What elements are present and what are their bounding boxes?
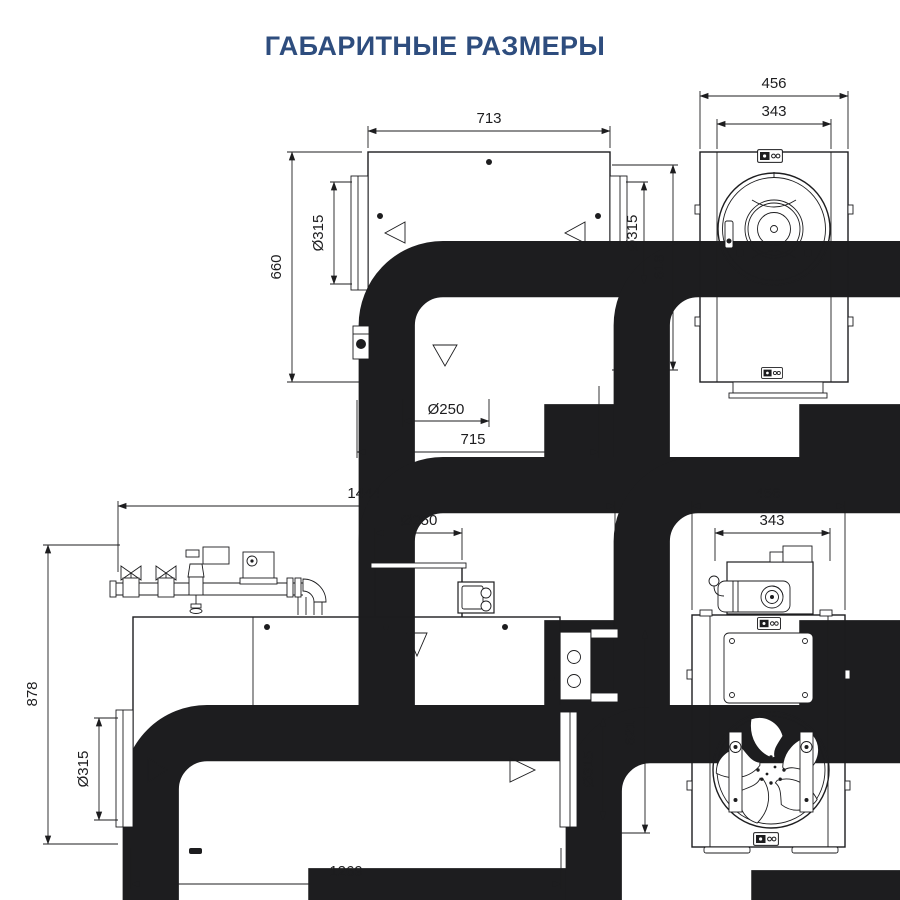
dim-label-343: 343: [759, 512, 784, 529]
dim-456-upper: 456: [699, 75, 849, 149]
motor-hub: [756, 755, 786, 785]
dim-660: 660: [268, 151, 362, 383]
dim-315-left: Ø315: [310, 181, 352, 285]
page-title: ГАБАРИТНЫЕ РАЗМЕРЫ: [264, 31, 606, 61]
top-view-side-sensor: [352, 325, 370, 360]
mixing-unit-assembly: [699, 545, 833, 617]
junction-box: [457, 581, 495, 614]
dim-label-315: Ø315: [580, 751, 597, 788]
dim-label-456: 456: [761, 75, 786, 92]
dim-label-250: Ø250: [401, 512, 438, 529]
motor-brackets: [728, 731, 814, 813]
dim-250-front: Ø250: [374, 512, 463, 560]
airflow-arrow-icon: [384, 221, 406, 244]
inlet-side-fitting: [724, 220, 734, 249]
side-latch-ticks: [686, 669, 851, 791]
front-right-flange: [559, 711, 578, 828]
dim-1269: 1269: [130, 848, 562, 889]
end-view-lower: 456 343: [686, 485, 851, 854]
dim-label-715: 715: [460, 431, 485, 448]
dim-label-713: 713: [476, 110, 501, 127]
dim-label-456: 456: [755, 485, 780, 502]
dim-456-lower: 456: [691, 485, 846, 610]
dim-250-top-view: Ø250: [402, 399, 490, 427]
airflow-arrow-icon: [564, 221, 586, 244]
dim-label-618: 618: [651, 254, 668, 279]
dim-label-250: Ø250: [428, 401, 465, 418]
dim-878: 878: [24, 544, 120, 845]
fan-inlet: [717, 172, 831, 286]
dim-343-upper: 343: [716, 103, 832, 149]
dim-315-front-right: Ø315: [579, 717, 608, 821]
end-view-casing: [691, 614, 846, 848]
front-view: 1444 Ø250 878 Ø315: [24, 485, 900, 900]
dim-label-621: 621: [622, 720, 639, 745]
latch-icon: [757, 149, 783, 163]
end-view-upper: 456 343: [694, 75, 854, 399]
dim-315-front-left: Ø315: [75, 717, 118, 821]
airflow-arrow-icon: [406, 632, 428, 658]
fan-outlet-section: [559, 628, 619, 703]
mounting-foot: [189, 848, 202, 854]
end-view-bottom-flange: [728, 381, 828, 399]
access-panel: [723, 632, 814, 704]
cable-connector-icon: [753, 832, 779, 846]
top-view: 713 660 Ø315 Ø315: [268, 110, 900, 900]
dim-343-lower: 343: [714, 512, 831, 561]
latch-icon: [756, 617, 782, 630]
piping-assembly: [109, 546, 327, 615]
mounting-feet: [703, 846, 839, 854]
airflow-arrow-icon: [509, 757, 537, 783]
dim-1444: 1444: [117, 485, 616, 628]
top-view-left-flange: [350, 175, 369, 291]
front-left-flange: [115, 709, 134, 828]
dim-label-878: 878: [24, 681, 41, 706]
dim-label-1444: 1444: [347, 485, 380, 502]
airflow-arrow-icon: [147, 757, 168, 783]
airflow-arrow-icon: [432, 344, 458, 367]
dim-label-1269: 1269: [329, 863, 362, 880]
dim-label-315: Ø315: [310, 215, 327, 252]
dim-713: 713: [367, 110, 611, 148]
dim-621: 621: [579, 629, 650, 834]
side-latch-ticks: [694, 204, 854, 327]
dim-715: 715: [356, 386, 600, 458]
dim-315-right: Ø315: [624, 181, 648, 285]
dim-label-343: 343: [761, 103, 786, 120]
dim-label-315: Ø315: [624, 215, 641, 252]
dim-label-660: 660: [268, 254, 285, 279]
dim-618: 618: [612, 164, 678, 371]
fan-impeller: [712, 711, 830, 829]
dim-label-315: Ø315: [75, 751, 92, 788]
latch-icon: [761, 367, 783, 379]
